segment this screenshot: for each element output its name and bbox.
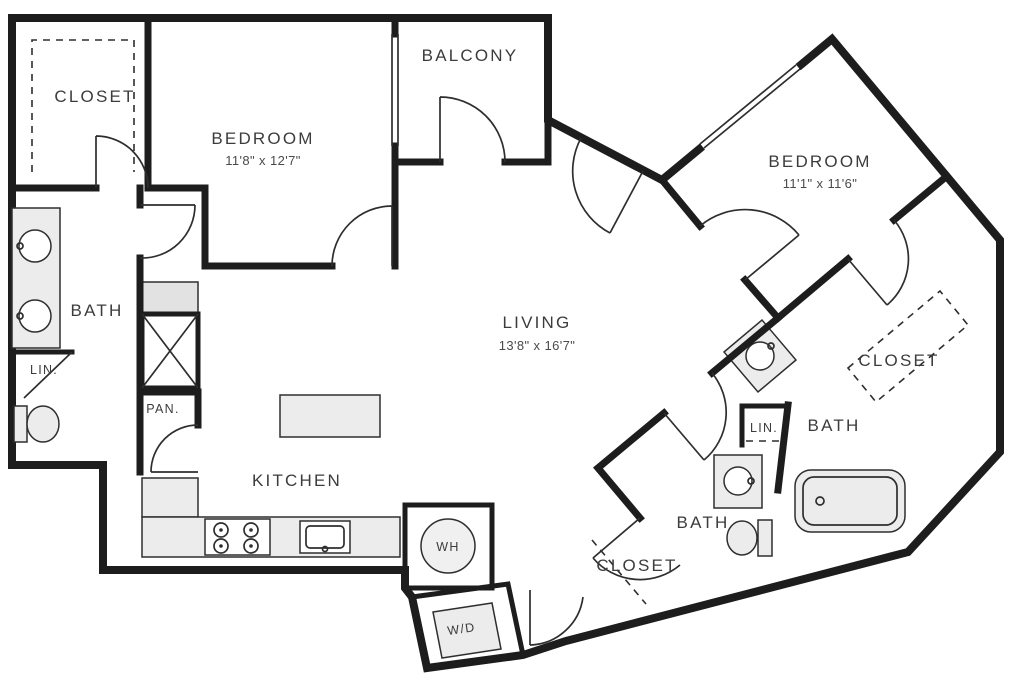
label-living-dims: 13'8" x 16'7" — [499, 338, 576, 353]
toilet-tank — [757, 519, 773, 557]
door-bedroom-top — [331, 205, 393, 267]
window-bedroom-right — [699, 64, 801, 149]
label-bedroom-top-dims: 11'8" x 12'7" — [225, 153, 301, 168]
utility-chase — [141, 281, 199, 315]
burner-dot — [249, 528, 253, 532]
sink-icon — [745, 341, 775, 371]
label-living: LIVING — [503, 313, 572, 332]
door-balcony — [439, 96, 506, 163]
burner-dot — [219, 528, 223, 532]
windows — [391, 34, 802, 150]
door-closet-bottom — [592, 517, 681, 581]
label-bedroom-right: BEDROOM — [768, 152, 871, 171]
label-bath-middle: BATH — [677, 513, 730, 532]
shelf-closet-right — [846, 289, 970, 404]
label-linen-right: LIN. — [750, 421, 778, 435]
toilet-icon — [726, 520, 758, 556]
label-balcony: BALCONY — [422, 46, 519, 65]
faucet-icon — [16, 312, 24, 320]
faucet-icon — [321, 545, 329, 553]
sink-icon — [18, 299, 52, 333]
kitchen-counter-bottom — [141, 516, 401, 558]
label-washer-dryer: W/D — [447, 620, 477, 638]
kitchen-counter-left — [141, 477, 199, 518]
door-bedroom-right — [699, 208, 800, 281]
water-heater-circle — [420, 518, 476, 574]
label-closet-top-left: CLOSET — [54, 87, 135, 106]
door-washer-area — [529, 590, 584, 646]
fixtures — [11, 207, 906, 659]
burner-dot — [249, 544, 253, 548]
label-closet-bottom: CLOSET — [596, 556, 677, 575]
window-erase — [698, 63, 802, 150]
door-arcs — [95, 96, 910, 646]
burner-icon — [243, 538, 259, 554]
door-bath-left — [139, 204, 196, 259]
linen-nook-right — [739, 403, 791, 448]
label-closet-right: CLOSET — [858, 351, 939, 370]
door-bath-suite — [663, 372, 727, 461]
bathtub — [794, 469, 906, 533]
washer-dryer-room — [408, 581, 527, 671]
faucet-icon — [767, 342, 775, 350]
door-closet-right — [847, 219, 910, 306]
labels: CLOSET BEDROOM 11'8" x 12'7" BALCONY BED… — [30, 46, 939, 638]
faucet-icon — [16, 242, 24, 250]
label-bath-left: BATH — [71, 301, 124, 320]
bathtub-inner — [802, 476, 898, 526]
label-bedroom-right-dims: 11'1" x 11'6" — [783, 176, 858, 191]
burner-icon — [243, 522, 259, 538]
sink-icon — [18, 229, 52, 263]
kitchen-island — [279, 394, 381, 438]
shaft-x-icon — [141, 313, 199, 389]
label-water-heater: WH — [436, 540, 459, 554]
label-bedroom-top: BEDROOM — [211, 129, 314, 148]
label-kitchen: KITCHEN — [252, 471, 342, 490]
burner-dot — [219, 544, 223, 548]
burner-icon — [213, 522, 229, 538]
window-balcony — [391, 34, 399, 146]
interior-walls — [8, 14, 952, 523]
faucet-icon — [747, 477, 755, 485]
door-pantry — [150, 424, 199, 473]
tub-drain — [815, 496, 825, 506]
toilet-icon — [26, 405, 60, 443]
linen-left-diagonal — [23, 351, 73, 399]
toilet-tank — [13, 405, 28, 443]
shelf-closet-top-left — [31, 39, 135, 172]
washer-dryer-unit — [432, 602, 502, 659]
label-linen-left: LIN. — [30, 363, 58, 377]
door-closet-top-left — [95, 135, 149, 189]
burner-icon — [213, 538, 229, 554]
door-entry — [571, 137, 644, 234]
label-bath-right: BATH — [808, 416, 861, 435]
kitchen-sink-basin — [305, 525, 345, 549]
label-pantry: PAN. — [146, 402, 179, 416]
sink-icon — [723, 466, 753, 496]
